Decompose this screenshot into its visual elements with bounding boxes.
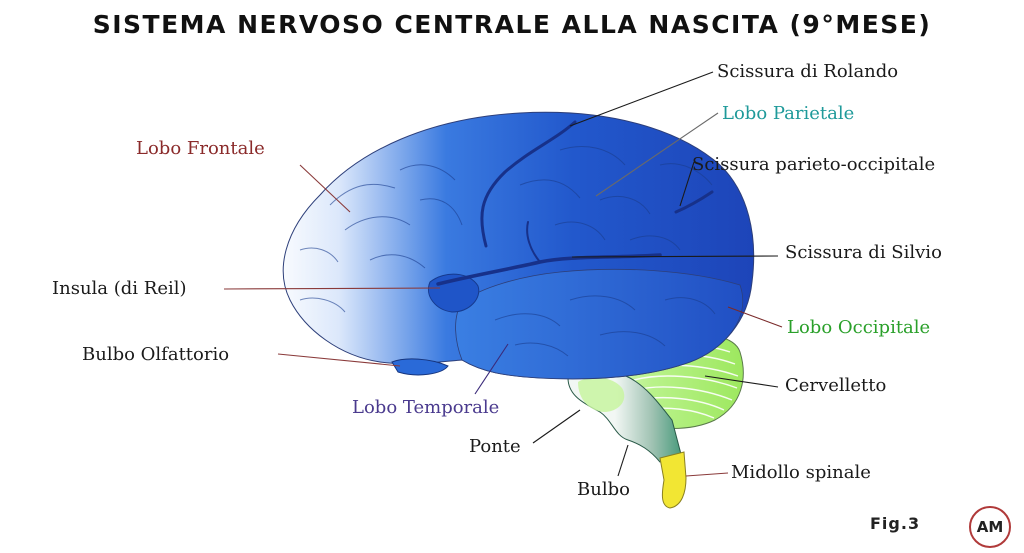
- label-scissura-parieto-occipitale: Scissura parieto-occipitale: [692, 154, 936, 175]
- leader-lobo-frontale: [299, 164, 351, 213]
- spinal-cord-shape: [659, 451, 687, 509]
- label-lobo-occipitale: Lobo Occipitale: [787, 317, 931, 338]
- author-badge: AM: [969, 506, 1011, 548]
- leader-scissura-silvio: [571, 255, 779, 258]
- leader-scissura-parieto: [679, 161, 695, 207]
- leader-lines: [223, 71, 783, 477]
- label-lobo-temporale: Lobo Temporale: [352, 397, 500, 418]
- label-bulbo-olfattorio: Bulbo Olfattorio: [82, 344, 230, 365]
- leader-midollo: [685, 472, 729, 477]
- label-insula: Insula (di Reil): [52, 278, 187, 299]
- label-midollo-spinale: Midollo spinale: [731, 462, 871, 483]
- leader-lobo-occipitale: [727, 306, 783, 328]
- leader-cervelletto: [704, 375, 779, 388]
- label-lobo-parietale: Lobo Parietale: [722, 103, 855, 124]
- figure-caption: Fig.3: [870, 514, 921, 533]
- label-lobo-frontale: Lobo Frontale: [136, 138, 265, 159]
- label-bulbo: Bulbo: [577, 479, 630, 500]
- label-scissura-silvio: Scissura di Silvio: [785, 242, 942, 263]
- leader-bulbo-olfattorio: [277, 353, 401, 367]
- leader-bulbo: [617, 444, 629, 477]
- leader-scissura-rolando: [569, 71, 714, 127]
- leader-lobo-parietale: [595, 112, 719, 197]
- leader-lobo-temporale: [474, 343, 509, 395]
- gyri-lines: [299, 146, 716, 357]
- leader-ponte: [532, 409, 581, 444]
- pons-highlight: [578, 377, 625, 412]
- diagram-title: SISTEMA NERVOSO CENTRALE ALLA NASCITA (9…: [92, 10, 932, 39]
- leader-insula: [223, 287, 441, 290]
- label-scissura-rolando: Scissura di Rolando: [717, 61, 899, 82]
- label-cervelletto: Cervelletto: [785, 375, 887, 396]
- label-ponte: Ponte: [469, 436, 521, 457]
- temporal-lobe-shape: [455, 268, 744, 380]
- olfactory-bulb-shape: [391, 358, 449, 376]
